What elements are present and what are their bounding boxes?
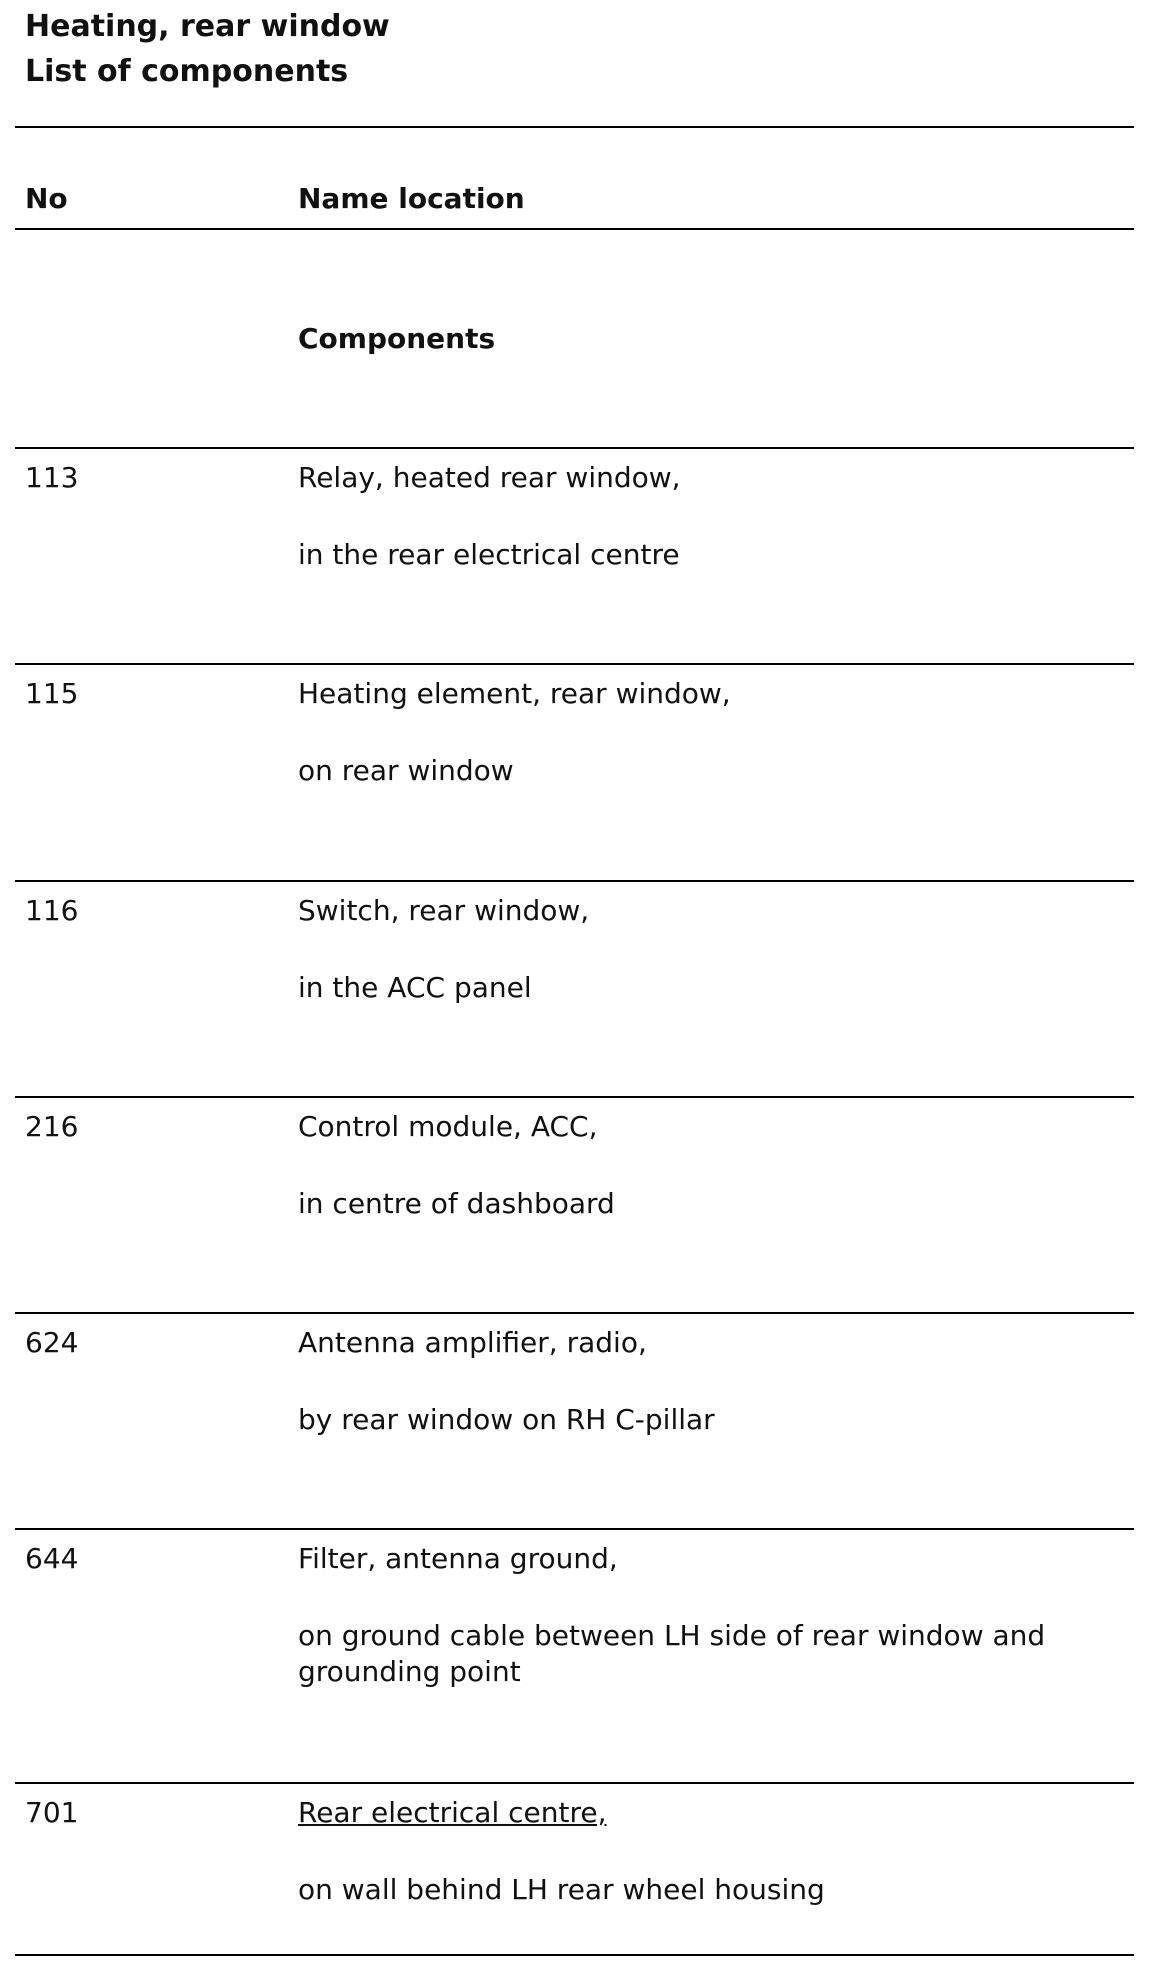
component-number: 216	[25, 1110, 79, 1143]
component-number: 115	[25, 677, 79, 710]
component-location: on ground cable between LH side of rear …	[298, 1619, 1046, 1688]
row-divider	[15, 663, 1134, 665]
bottom-divider	[15, 1954, 1134, 1956]
component-number: 113	[25, 461, 79, 494]
row-divider	[15, 447, 1134, 449]
row-divider	[15, 880, 1134, 882]
component-name: Relay, heated rear window,	[298, 461, 681, 494]
row-divider	[15, 1782, 1134, 1784]
component-name: Control module, ACC,	[298, 1110, 598, 1143]
row-divider	[15, 1096, 1134, 1098]
component-name: Heating element, rear window,	[298, 677, 731, 710]
section-heading-components: Components	[298, 322, 496, 355]
component-location: on wall behind LH rear wheel housing	[298, 1873, 825, 1906]
header-divider	[15, 228, 1134, 230]
component-name: Antenna amplifier, radio,	[298, 1326, 647, 1359]
page-title: Heating, rear window	[25, 9, 390, 44]
page-subtitle: List of components	[25, 54, 349, 89]
row-divider	[15, 1528, 1134, 1530]
component-location: in the rear electrical centre	[298, 538, 680, 571]
component-number: 701	[25, 1796, 79, 1829]
component-name: Filter, antenna ground,	[298, 1542, 618, 1575]
component-name: Switch, rear window,	[298, 894, 590, 927]
component-number: 116	[25, 894, 79, 927]
column-header-name-location: Name location	[298, 182, 525, 215]
component-location: on rear window	[298, 754, 514, 787]
component-number: 644	[25, 1542, 79, 1575]
component-number: 624	[25, 1326, 79, 1359]
component-name-link[interactable]: Rear electrical centre,	[298, 1796, 607, 1829]
component-location: in the ACC panel	[298, 971, 532, 1004]
component-location: in centre of dashboard	[298, 1187, 615, 1220]
row-divider	[15, 1312, 1134, 1314]
title-block: Heating, rear window List of components	[25, 4, 390, 94]
component-location: by rear window on RH C-pillar	[298, 1403, 715, 1436]
top-divider	[15, 126, 1134, 128]
column-header-no: No	[25, 182, 68, 215]
